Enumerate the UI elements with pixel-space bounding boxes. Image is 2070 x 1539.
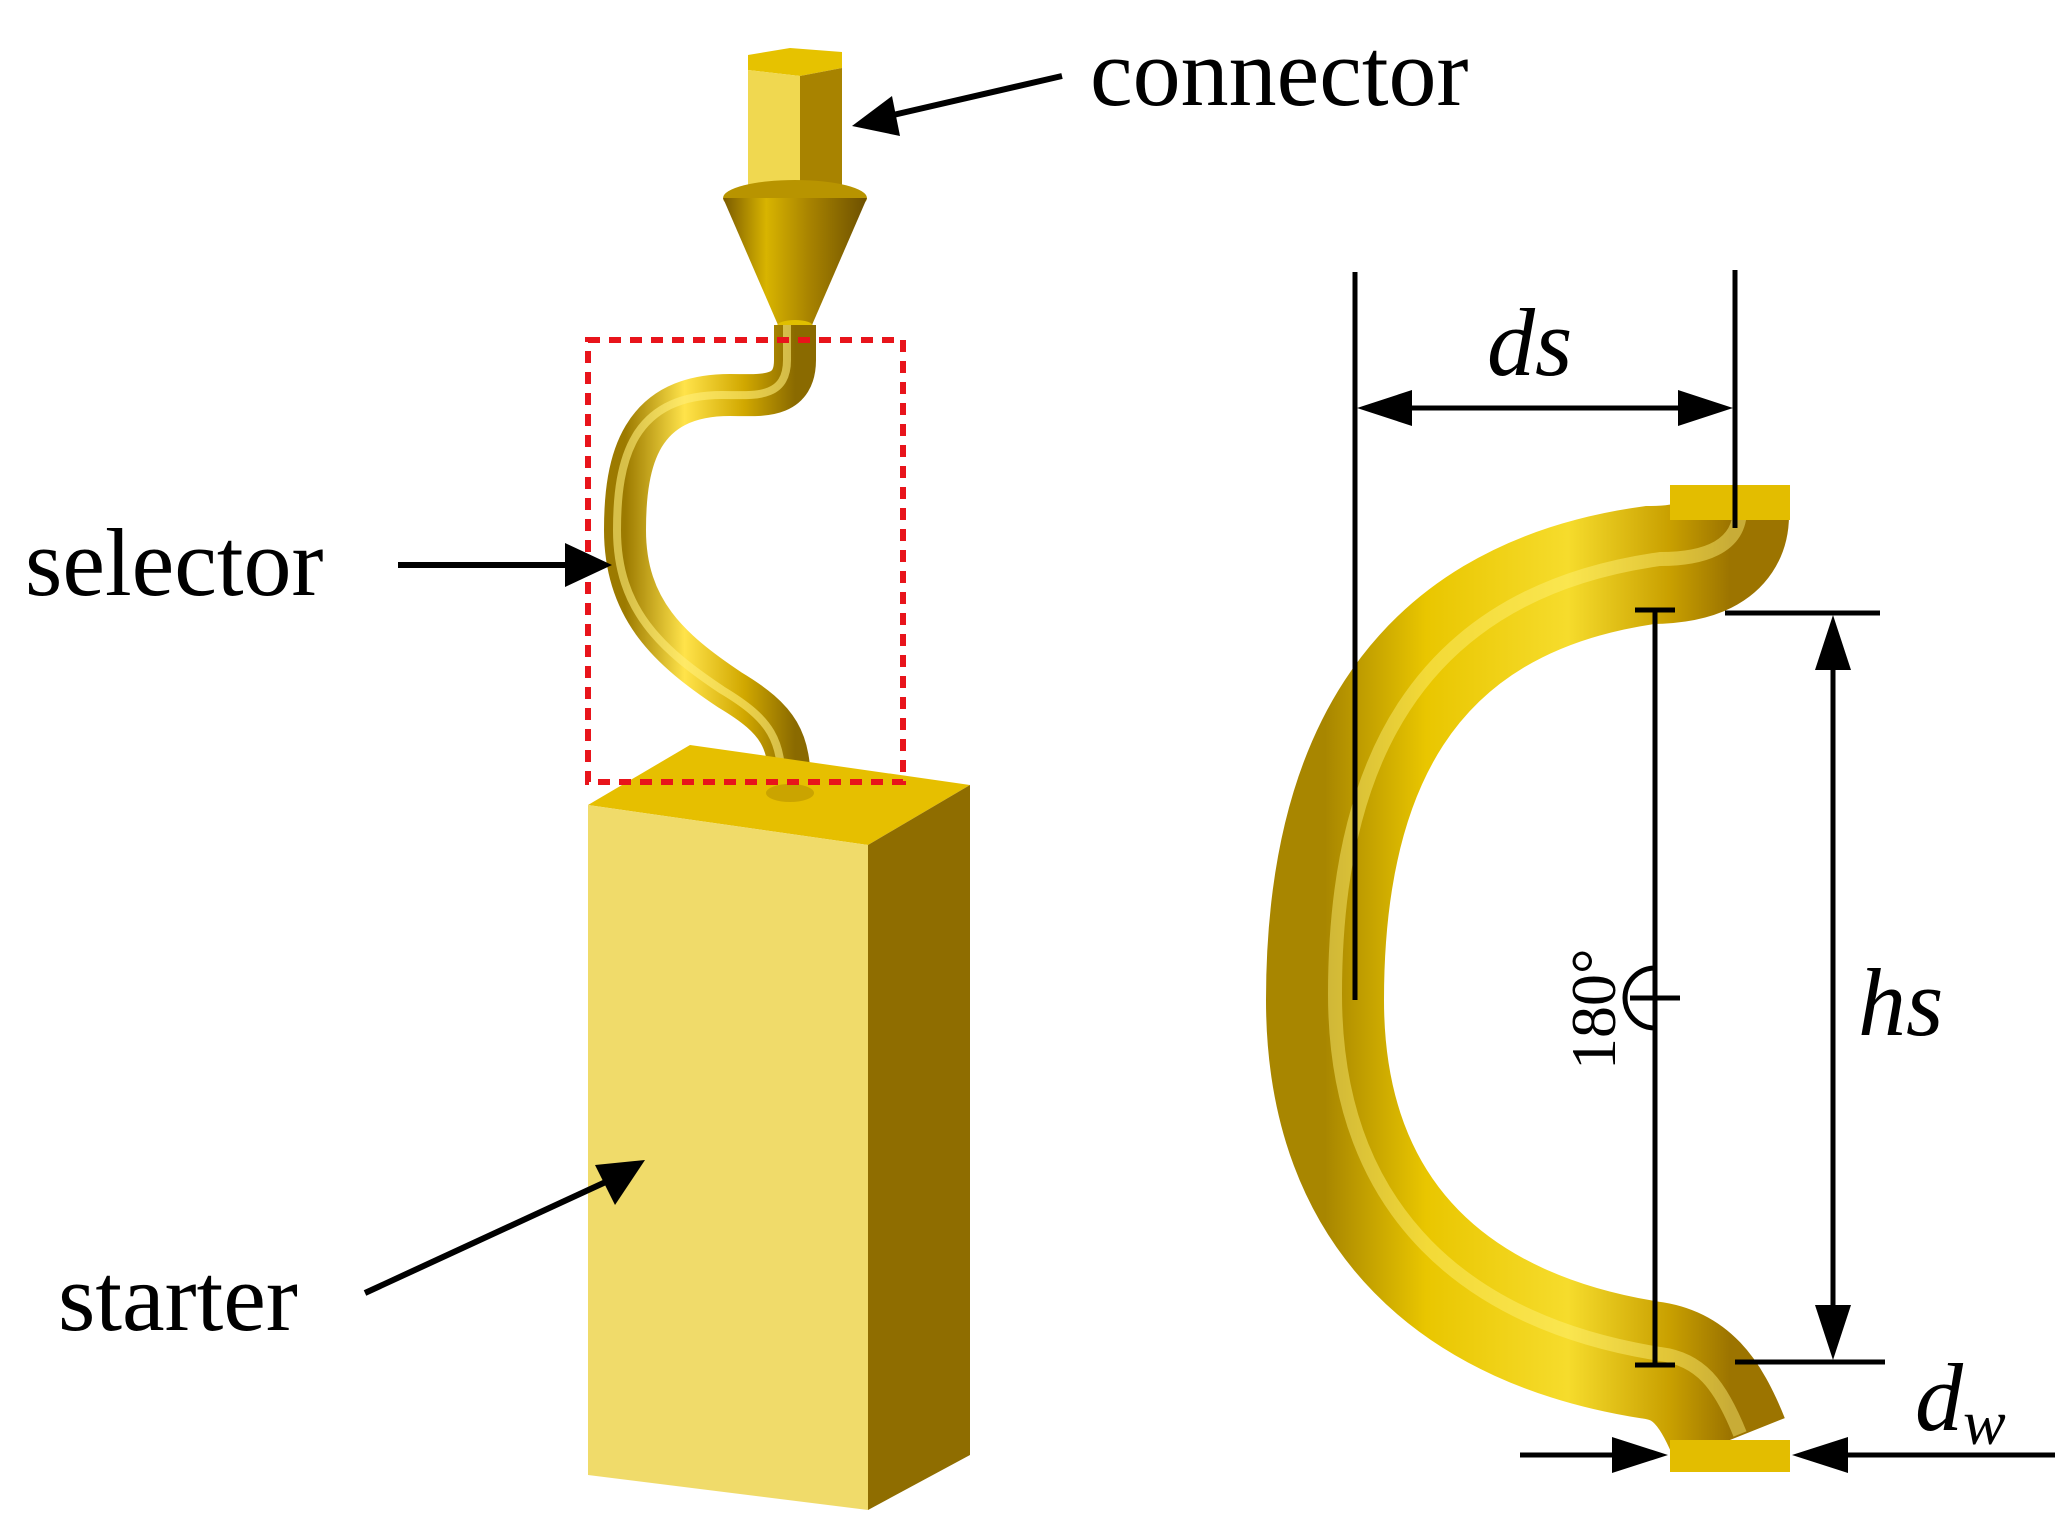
starter-arrow [363, 1177, 612, 1296]
grain-selector-model [585, 48, 970, 1510]
dw-subscript: w [1963, 1387, 2006, 1458]
selector-arc-tube [1265, 500, 1789, 1463]
selector-label: selector [25, 509, 324, 616]
connector-cone [723, 180, 867, 332]
selector-geometry: ds hs 180° dw [1265, 270, 2055, 1473]
starter-label: starter [58, 1244, 298, 1351]
connector-post [748, 48, 842, 210]
callout-arrows [363, 73, 1063, 1296]
hs-label: hs [1858, 949, 1943, 1056]
connector-arrow [879, 73, 1063, 121]
dw-base: d [1915, 1344, 1964, 1451]
dw-label: dw [1915, 1344, 2006, 1458]
angle-label: 180° [1558, 948, 1629, 1070]
ds-label: ds [1487, 289, 1572, 396]
starter-block [588, 745, 970, 1510]
connector-label: connector [1090, 19, 1469, 126]
